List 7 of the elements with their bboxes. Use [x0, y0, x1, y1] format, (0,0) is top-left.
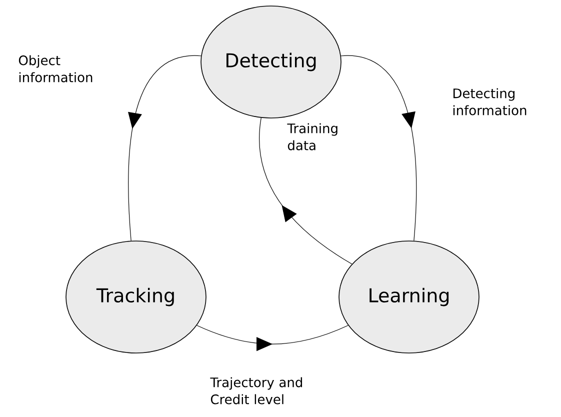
- edge-label: Detecting information: [453, 88, 526, 116]
- arrow: [340, 56, 417, 242]
- arrow: [128, 56, 202, 242]
- edge-label: Object information: [18, 55, 92, 82]
- arrow: [259, 118, 352, 264]
- edge-label: Trajectory and Credit level: [210, 377, 302, 404]
- edge-label: Training data: [287, 123, 338, 150]
